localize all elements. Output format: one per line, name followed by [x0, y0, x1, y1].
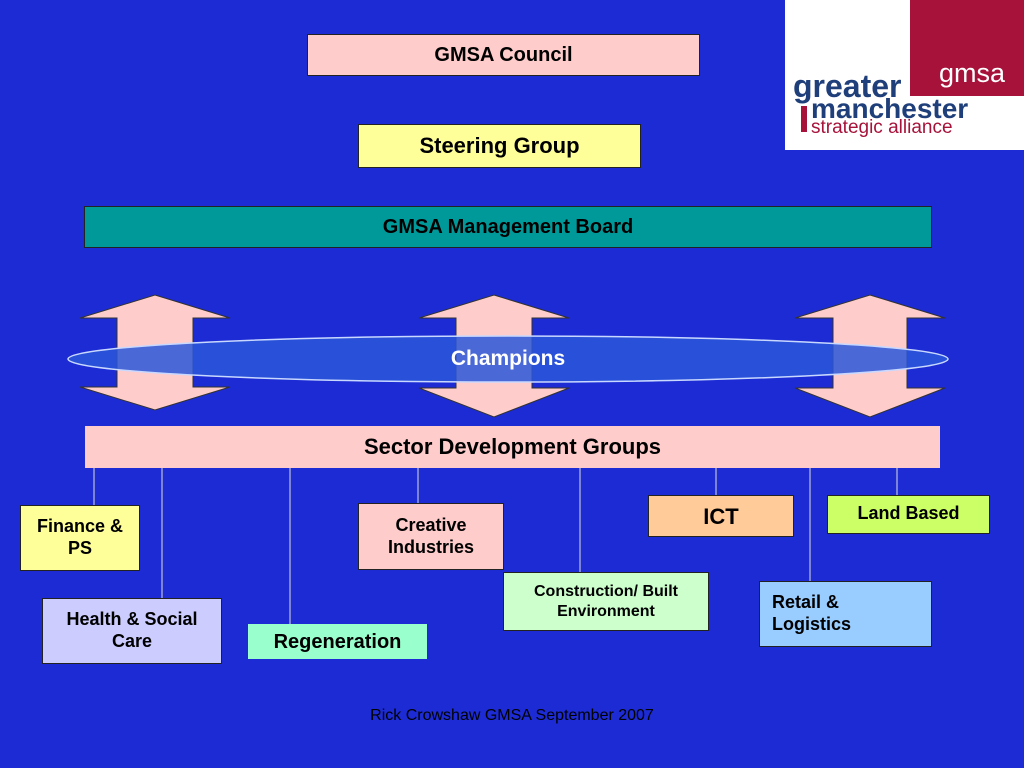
group-retail-logistics: Retail & Logistics [759, 581, 932, 647]
group-creative-industries: Creative Industries [358, 503, 504, 570]
sector-development-groups-box: Sector Development Groups [85, 426, 940, 468]
group-finance-ps: Finance & PS [20, 505, 140, 571]
logo-bar [801, 106, 807, 132]
logo-line-strategic-alliance: strategic alliance [811, 117, 953, 138]
logo-badge-text: gmsa [938, 58, 1005, 88]
gmsa-council-box: GMSA Council [307, 34, 700, 76]
connector-lines [93, 468, 898, 624]
group-land-based: Land Based [827, 495, 990, 534]
footer-credit: Rick Crowshaw GMSA September 2007 [370, 707, 654, 724]
group-regeneration: Regeneration [248, 624, 427, 659]
management-board-box: GMSA Management Board [84, 206, 932, 248]
champions-ellipse [67, 335, 949, 383]
logo-line-manchester: manchester [811, 93, 969, 124]
logo-badge [910, 0, 1024, 96]
group-ict: ICT [648, 495, 794, 537]
steering-group-box: Steering Group [358, 124, 641, 168]
logo-line-greater: greater [793, 68, 902, 104]
gmsa-logo: gmsa greater manchester strategic allian… [785, 0, 1024, 150]
group-construction-built-environment: Construction/ Built Environment [503, 572, 709, 631]
group-health-social-care: Health & Social Care [42, 598, 222, 664]
